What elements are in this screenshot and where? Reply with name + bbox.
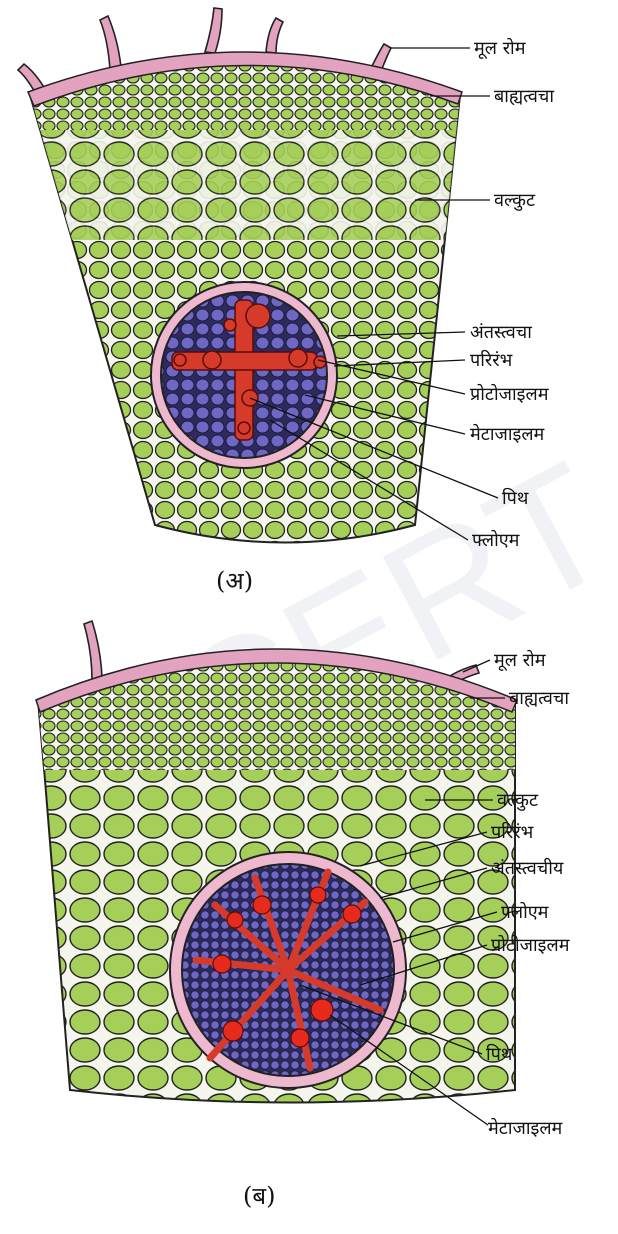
- label-b-protoxylem: प्रोटोजाइलम: [491, 934, 571, 956]
- label-b-epidermis: बाह्यत्वचा: [509, 688, 569, 709]
- label-b-metaxylem: मेटाजाइलम: [488, 1117, 564, 1139]
- label-a-metaxylem: मेटाजाइलम: [470, 423, 546, 445]
- figure-b: [0, 621, 560, 1103]
- figure-a: [0, 8, 520, 543]
- label-b-endodermis: अंतस्त्वचीय: [491, 857, 564, 879]
- label-b-root-hair: मूल रोम: [494, 649, 547, 671]
- label-a-root-hair: मूल रोम: [474, 37, 527, 59]
- label-a-cortex: वल्कुट: [494, 190, 536, 211]
- label-a-pith: पिथ: [502, 487, 529, 509]
- label-a-epidermis: बाह्यत्वचा: [494, 86, 554, 107]
- label-a-phloem: फ्लोएम: [472, 529, 521, 551]
- label-a-protoxylem: प्रोटोजाइलम: [470, 383, 550, 405]
- label-b-pericycle: परिरंभ: [491, 821, 534, 843]
- label-a-endodermis: अंतस्त्वचा: [470, 322, 532, 343]
- label-a-pericycle: परिरंभ: [470, 349, 513, 371]
- label-b-cortex: वल्कुट: [497, 790, 539, 811]
- caption-a: (अ): [216, 567, 253, 595]
- label-b-pith: पिथ: [486, 1043, 513, 1065]
- label-b-phloem: फ्लोएम: [501, 901, 550, 923]
- caption-b: (ब): [243, 1182, 275, 1210]
